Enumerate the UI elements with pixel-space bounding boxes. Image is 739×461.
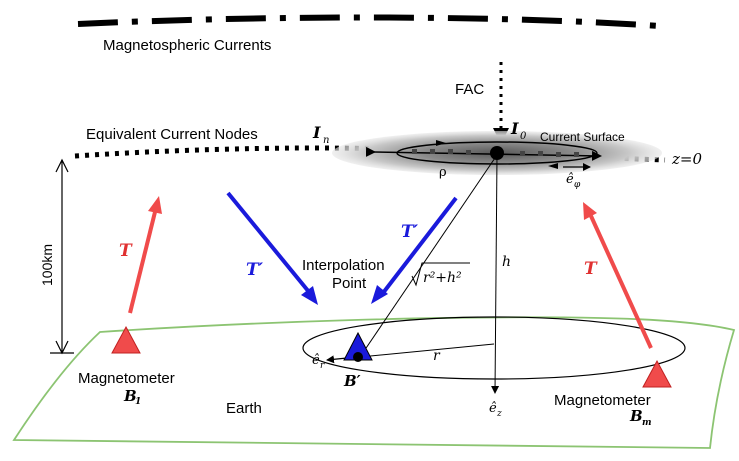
interpolation-point-dot xyxy=(353,352,363,362)
e-r-subscript: r xyxy=(320,361,325,371)
interpolation-label-line1: Interpolation xyxy=(302,257,385,274)
i-0-subscript: 0 xyxy=(520,131,527,142)
e-r-label: ê xyxy=(312,353,320,368)
loop-direction-arrow-top xyxy=(436,140,446,146)
ground-circle xyxy=(302,316,686,380)
magnetospheric-currents-label: Magnetospheric Currents xyxy=(103,37,271,54)
magnetospheric-current-line xyxy=(77,14,661,29)
bm-subscript: m xyxy=(642,418,652,428)
magnetometer-left-marker xyxy=(111,325,141,354)
rho-label: ρ xyxy=(439,165,447,180)
b1-subscript: 1 xyxy=(135,397,141,407)
height-scale-label: 100km xyxy=(39,244,55,286)
sqrt-expression: r²+h² xyxy=(411,262,470,287)
i-n-label: I xyxy=(312,123,321,142)
svg-text:r²+h²: r²+h² xyxy=(423,270,462,286)
b1-label: B xyxy=(123,387,137,405)
central-node xyxy=(490,146,504,160)
t-arrow-left xyxy=(128,196,162,314)
t-right-label: T xyxy=(584,259,598,279)
bm-label: B xyxy=(629,407,643,425)
current-surface-nodes xyxy=(412,149,579,157)
interpolation-label-line2: Point xyxy=(332,275,367,292)
earth-label: Earth xyxy=(226,400,262,417)
current-surface-axis xyxy=(365,146,602,161)
magnetometer-right-label: Magnetometer xyxy=(554,392,651,409)
e-phi-subscript: φ xyxy=(574,180,581,190)
t-prime-left-label: T′ xyxy=(246,260,264,280)
z-equals-zero-label: z=0 xyxy=(671,150,702,168)
height-scale-arrow-top xyxy=(55,158,69,173)
r-line xyxy=(359,343,495,358)
e-z-subscript: z xyxy=(496,409,502,419)
t-prime-arrow-right xyxy=(371,196,458,304)
magnetometer-right-marker xyxy=(642,359,672,388)
t-prime-right-label: T′ xyxy=(401,222,419,242)
i-0-label: I xyxy=(510,119,519,138)
current-surface-label: Current Surface xyxy=(540,130,625,144)
r-label: r xyxy=(433,348,441,364)
fac-label: FAC xyxy=(455,81,484,98)
magnetometer-left-label: Magnetometer xyxy=(78,370,175,387)
e-z-label: ê xyxy=(489,401,497,416)
b-prime-label: B′ xyxy=(343,372,361,390)
equivalent-current-nodes-label: Equivalent Current Nodes xyxy=(86,126,258,143)
loop-direction-arrow-bottom xyxy=(548,163,558,169)
earth-surface xyxy=(12,316,736,449)
t-arrow-right xyxy=(583,202,653,349)
t-left-label: T xyxy=(119,241,133,261)
slant-distance-line xyxy=(359,154,498,358)
e-phi-label: ê xyxy=(566,172,574,187)
h-line xyxy=(491,154,500,394)
t-prime-arrow-left xyxy=(226,191,318,305)
i-n-subscript: n xyxy=(323,135,329,146)
h-label: h xyxy=(502,254,511,270)
